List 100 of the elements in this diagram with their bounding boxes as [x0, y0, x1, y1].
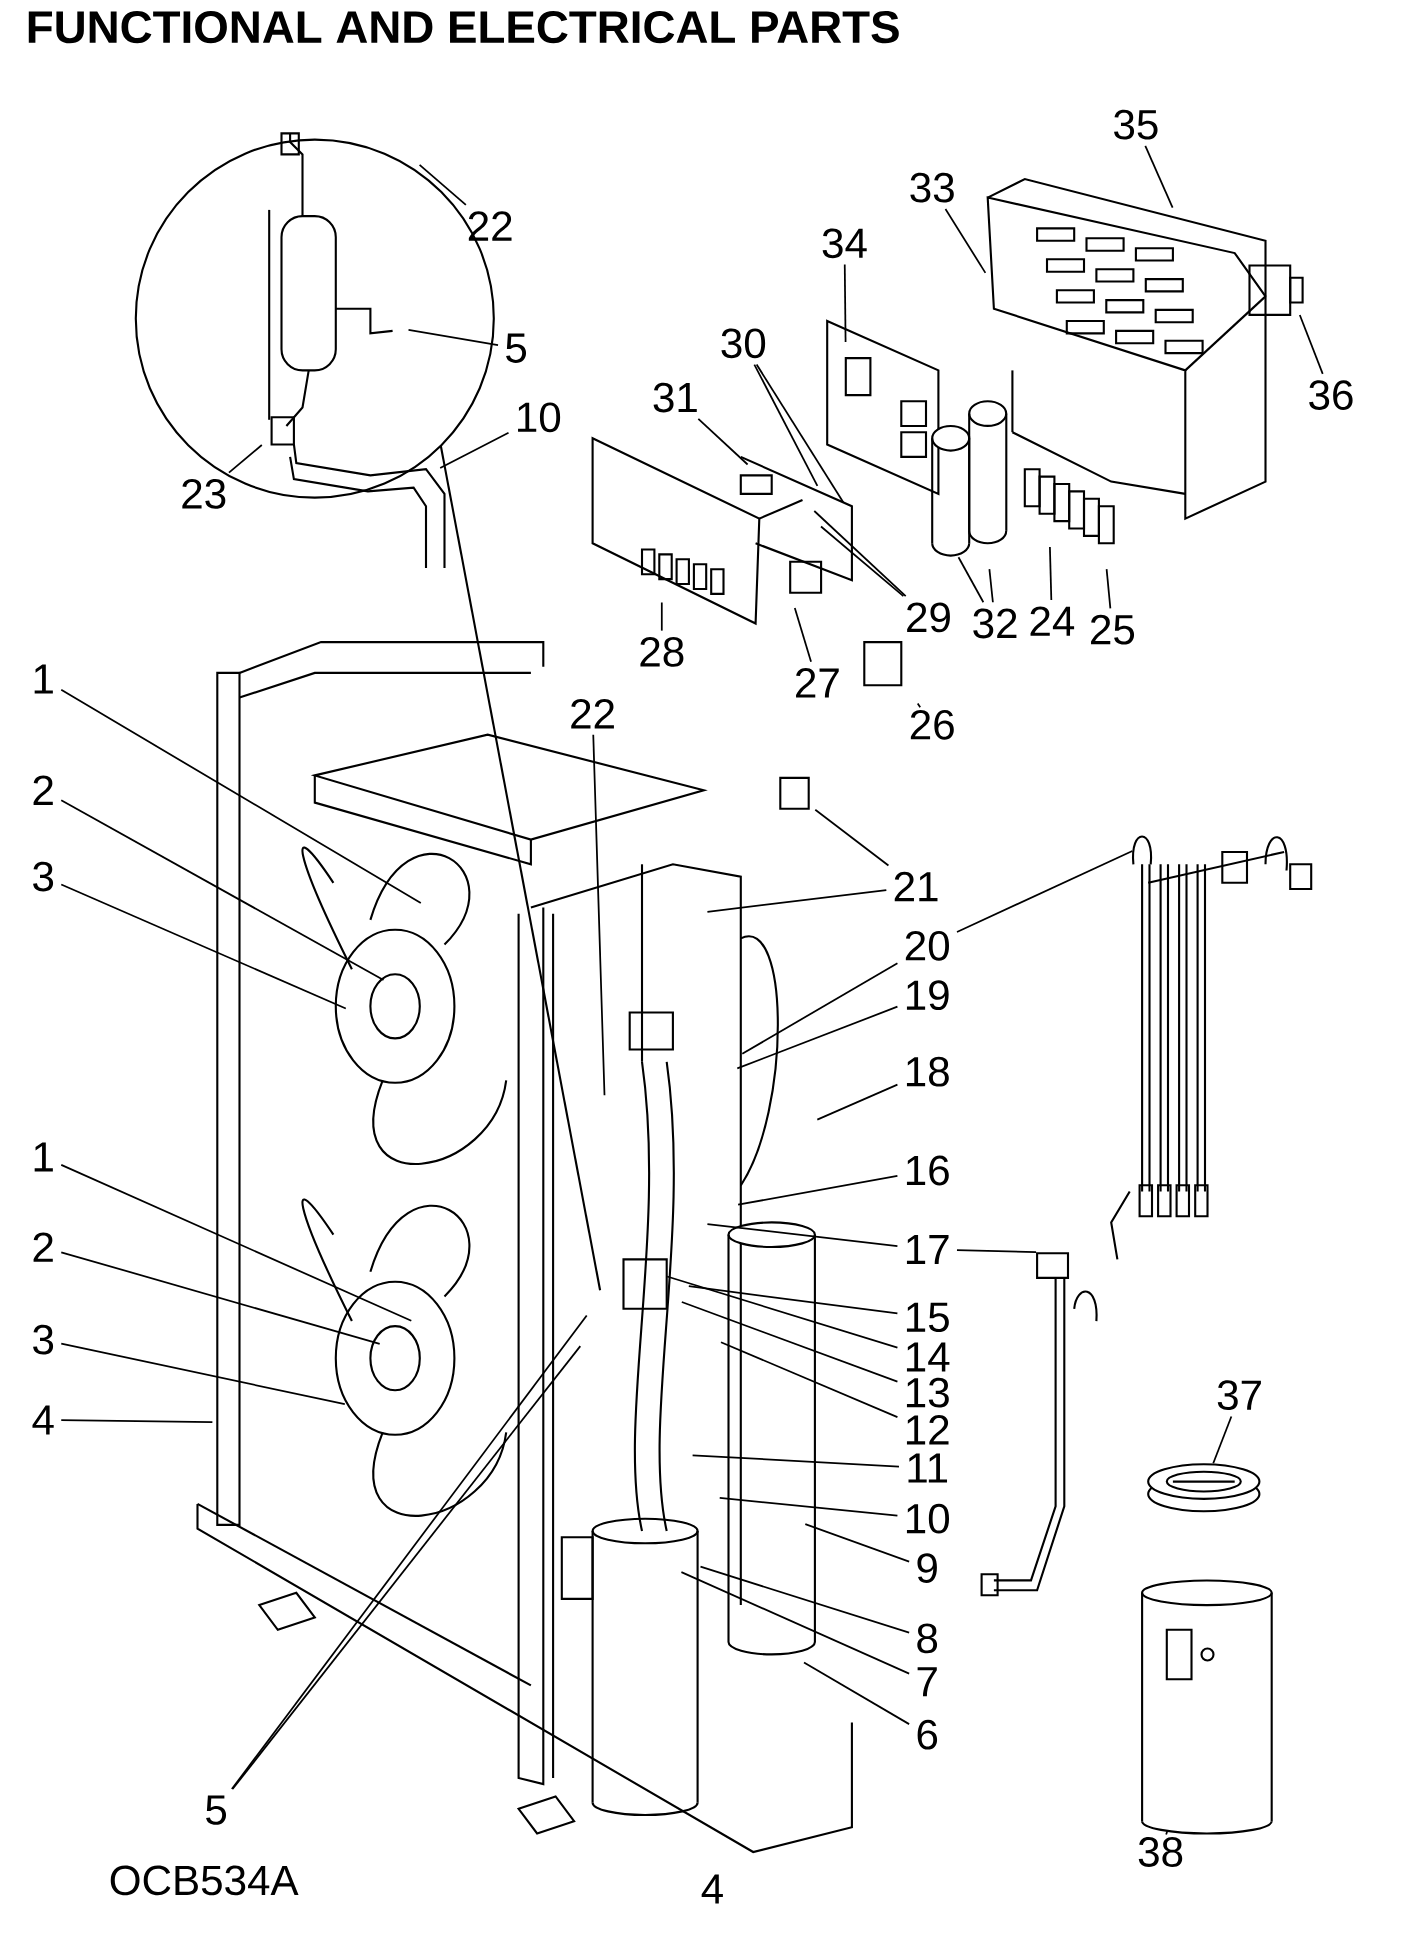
- leader-line: [718, 1497, 899, 1517]
- leader-line: [407, 329, 499, 346]
- leader-line: [1105, 568, 1112, 610]
- callout-number: 14: [906, 1342, 950, 1372]
- leader-line: [916, 702, 922, 709]
- leader-line: [741, 962, 899, 1055]
- valve-drawing: [980, 1252, 1098, 1597]
- leader-line: [60, 1342, 346, 1406]
- leader-line: [736, 1005, 899, 1070]
- leader-line: [720, 1341, 899, 1419]
- callout-number: 2: [33, 775, 53, 805]
- callout-number: 36: [1309, 380, 1353, 410]
- leader-line: [1298, 314, 1324, 375]
- leader-line: [680, 1571, 911, 1675]
- leader-line: [699, 1565, 911, 1634]
- callout-number: 5: [506, 333, 527, 363]
- leader-line: [228, 444, 263, 474]
- leader-line: [816, 1083, 899, 1121]
- callout-number: 19: [906, 980, 949, 1011]
- heater-cover-drawing: [1147, 1463, 1261, 1513]
- callout-number: 29: [907, 602, 950, 633]
- leader-line: [1049, 546, 1053, 601]
- leader-line: [1144, 145, 1174, 209]
- callout-number: 18: [906, 1056, 949, 1087]
- leader-line: [956, 850, 1134, 933]
- leader-line: [680, 1301, 899, 1383]
- leader-line: [1212, 1415, 1233, 1465]
- leader-line: [737, 1175, 899, 1206]
- callout-number: 21: [894, 871, 938, 902]
- leader-line: [706, 1223, 899, 1247]
- leader-line: [666, 1275, 899, 1349]
- callout-number: 3: [33, 1324, 54, 1355]
- leader-line: [957, 556, 985, 604]
- leader-line: [755, 363, 845, 504]
- leader-line: [820, 525, 905, 597]
- leader-line: [691, 1454, 900, 1468]
- callout-number: 10: [906, 1503, 949, 1534]
- leader-line: [1165, 1829, 1169, 1836]
- callout-number: 4: [32, 1405, 54, 1435]
- callout-number: 1: [34, 1142, 53, 1172]
- callout-number: 16: [906, 1155, 949, 1186]
- callout-number: 38: [1138, 1837, 1183, 1867]
- callout-number: 22: [468, 211, 512, 241]
- callout-number: 34: [822, 228, 867, 259]
- callout-number: 5: [206, 1795, 227, 1825]
- callout-number: 12: [906, 1415, 949, 1445]
- leader-line: [706, 889, 888, 913]
- leader-line: [418, 164, 467, 206]
- callout-number: 13: [906, 1377, 949, 1408]
- label: OCB534A: [110, 1865, 299, 1896]
- leader-line: [956, 1249, 1037, 1253]
- callout-number: 7: [917, 1667, 937, 1697]
- callout-number: 32: [973, 608, 1017, 639]
- callout-number: 6: [917, 1719, 938, 1750]
- leader-line: [804, 1523, 911, 1563]
- leader-line: [793, 607, 812, 663]
- callout-number: 24: [1030, 606, 1075, 636]
- leader-line: [592, 733, 606, 1097]
- callout-number: 1: [34, 664, 53, 694]
- callout-number: 37: [1217, 1380, 1261, 1411]
- callout-number: 26: [910, 709, 954, 740]
- callout-number: 8: [917, 1623, 938, 1654]
- leader-line: [439, 431, 510, 469]
- callout-number: 10: [518, 402, 561, 433]
- leader-line: [687, 1285, 899, 1315]
- leader-line: [60, 688, 422, 904]
- callout-number: 27: [796, 668, 839, 698]
- leader-line: [660, 601, 663, 632]
- callout-number: 23: [182, 479, 226, 509]
- leader-line: [60, 1419, 214, 1424]
- callout-number: 2: [33, 1232, 53, 1262]
- callout-number: 20: [905, 930, 949, 961]
- leader-line: [988, 568, 994, 604]
- callout-number: 30: [721, 328, 766, 359]
- callout-number: 17: [906, 1235, 949, 1264]
- leader-line: [697, 417, 749, 466]
- title: FUNCTIONAL AND ELECTRICAL PARTS: [28, 10, 899, 44]
- leader-line: [944, 208, 987, 274]
- leader-line: [803, 1661, 911, 1725]
- leader-line: [60, 883, 347, 1010]
- callout-number: 9: [917, 1553, 937, 1583]
- leader-line: [813, 510, 907, 597]
- valve-assembly-drawing: [1110, 835, 1313, 1260]
- callout-number: 25: [1091, 614, 1135, 645]
- callout-number: 15: [906, 1302, 949, 1333]
- callout-number: 28: [640, 637, 684, 667]
- heater-drawing: [1141, 1579, 1273, 1835]
- leader-line: [814, 808, 890, 867]
- leader-line: [843, 263, 847, 343]
- callout-number: 35: [1114, 109, 1158, 140]
- leader-line: [60, 799, 385, 981]
- leader-line: [60, 1251, 381, 1345]
- label: 4: [701, 1874, 723, 1904]
- callout-number: 33: [910, 172, 954, 203]
- callout-number: 22: [571, 699, 614, 729]
- callout-number: 3: [33, 861, 54, 892]
- leader-line: [753, 363, 819, 487]
- leader-line: [60, 1164, 413, 1322]
- callout-number: 31: [653, 382, 697, 413]
- callout-number: 11: [908, 1453, 947, 1483]
